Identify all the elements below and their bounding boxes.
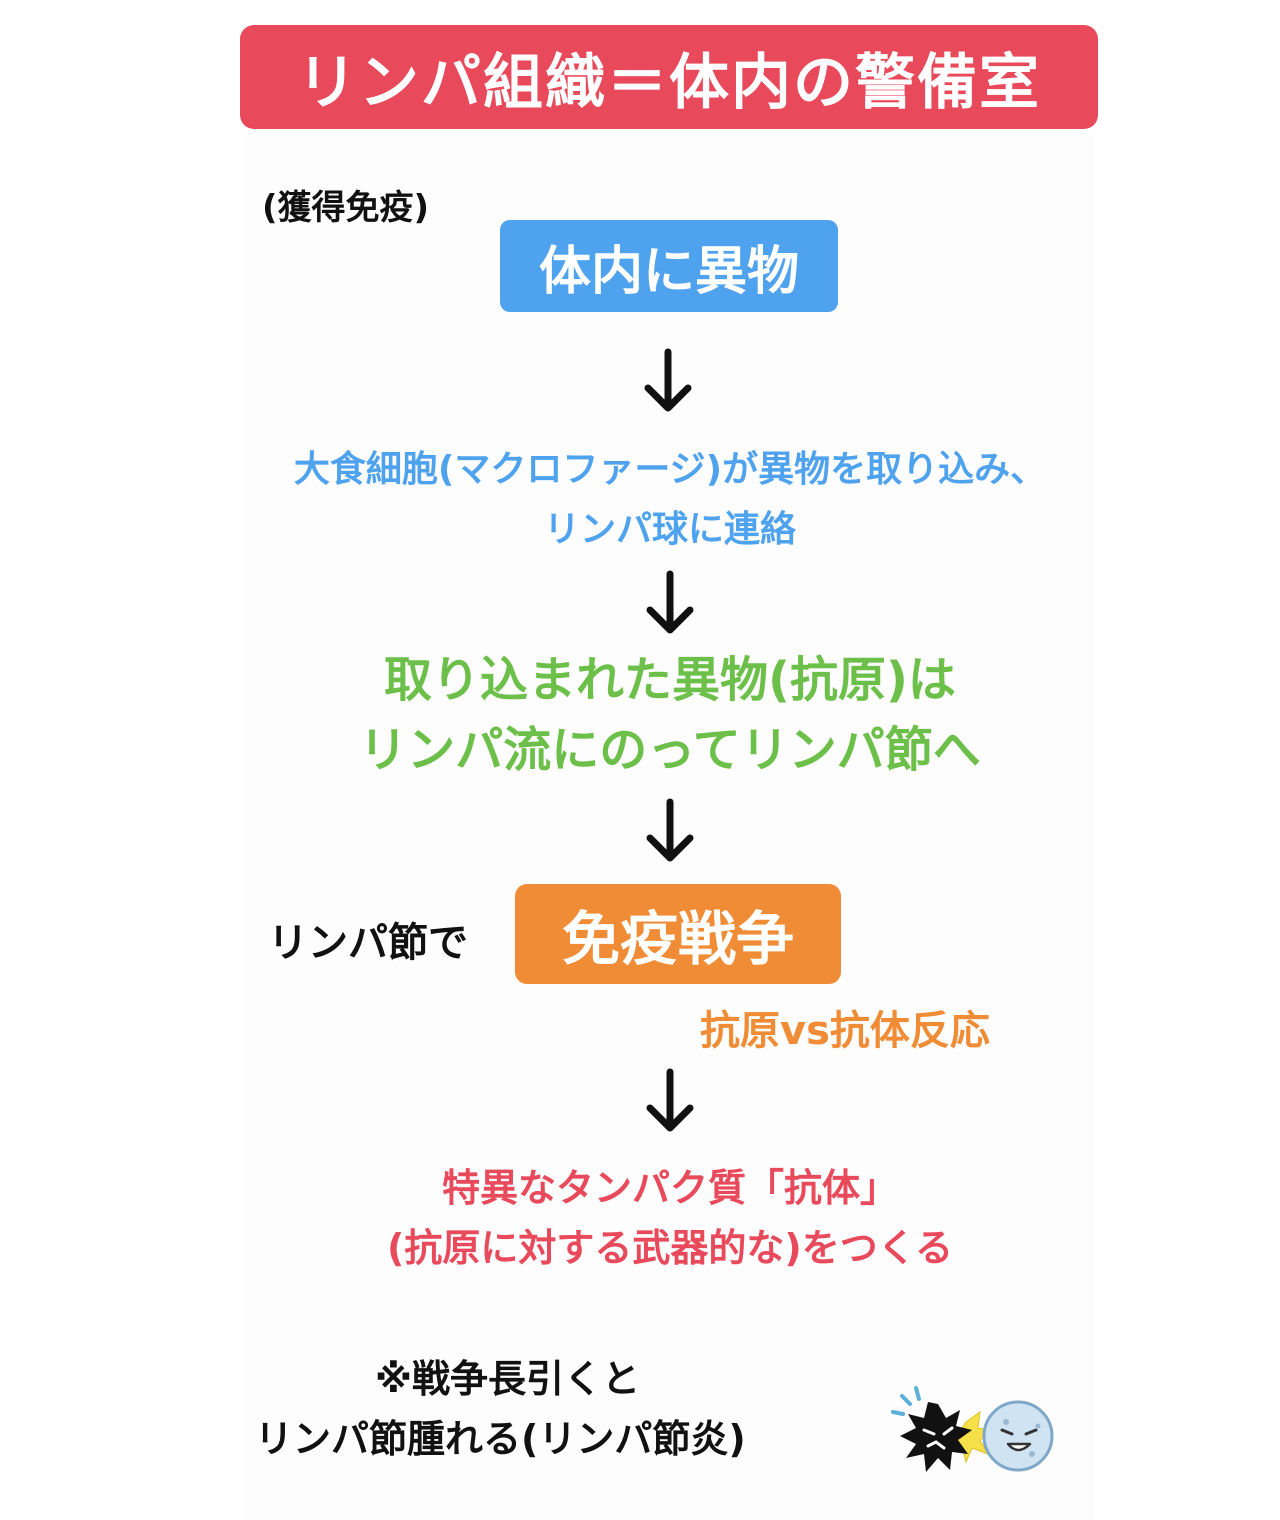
macrophage-step: 大食細胞(マクロファージ)が異物を取り込み、 リンパ球に連絡 [160, 440, 1180, 560]
antibody-step-line2: (抗原に対する武器的な)をつくる [387, 1226, 953, 1270]
down-arrow-icon [646, 1068, 694, 1132]
immune-war-box: 免疫戦争 [515, 884, 841, 984]
acquired-immunity-label: (獲得免疫) [262, 188, 430, 228]
lymph-node-label: リンパ節で [268, 920, 468, 966]
down-arrow-icon [646, 798, 694, 862]
antibody-step-line1: 特異なタンパク質「抗体」 [441, 1166, 898, 1210]
foreign-body-box: 体内に異物 [500, 220, 838, 312]
antigen-step-line2: リンパ流にのってリンパ節へ [359, 722, 981, 778]
down-arrow-icon [646, 570, 694, 634]
macrophage-step-line2: リンパ球に連絡 [543, 509, 796, 550]
antigen-step-line1: 取り込まれた異物(抗原)は [384, 652, 956, 708]
antigen-step: 取り込まれた異物(抗原)は リンパ流にのってリンパ節へ [160, 645, 1180, 785]
antigen-antibody-label: 抗原vs抗体反応 [700, 1008, 990, 1054]
note-line2: リンパ節腫れる(リンパ節炎) [255, 1417, 746, 1461]
antibody-step: 特異なタンパク質「抗体」 (抗原に対する武器的な)をつくる [160, 1158, 1180, 1278]
page-title: リンパ組織＝体内の警備室 [240, 25, 1098, 129]
macrophage-step-line1: 大食細胞(マクロファージ)が異物を取り込み、 [293, 449, 1047, 490]
note-line1: ※戦争長引くと [375, 1357, 640, 1401]
germ-fight-icon [891, 1386, 1054, 1472]
down-arrow-icon [644, 348, 692, 412]
